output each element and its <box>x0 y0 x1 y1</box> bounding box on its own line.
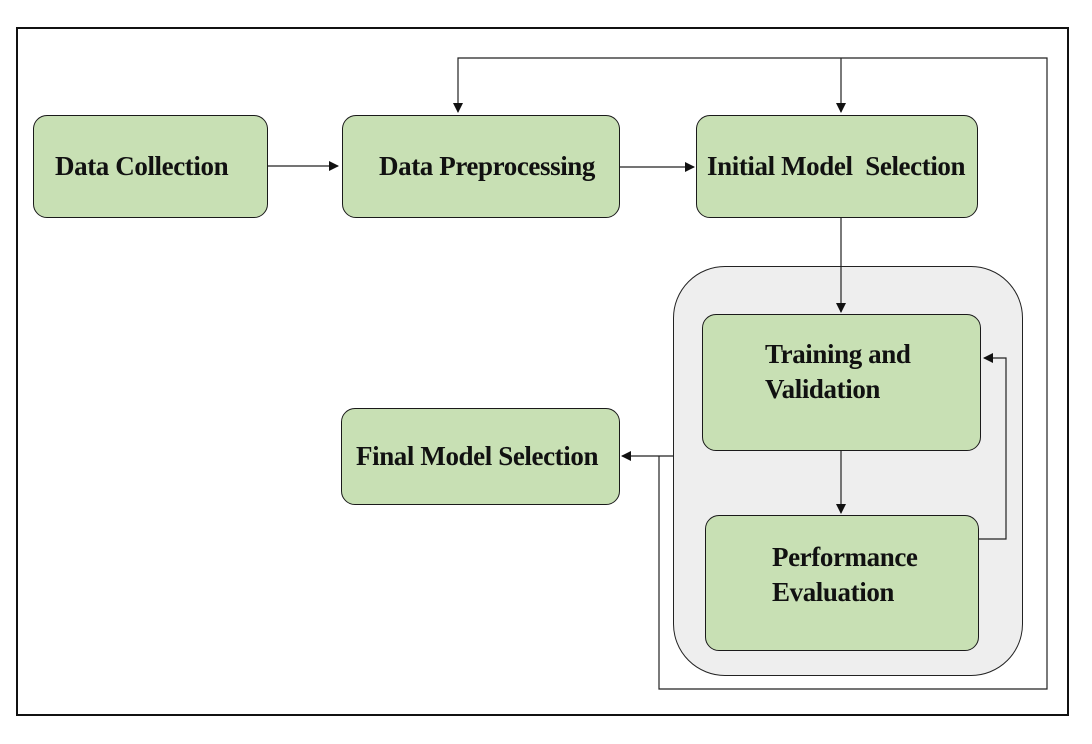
node-data-preprocessing-label: Data Preprocessing <box>379 151 596 181</box>
node-data-collection-label: Data Collection <box>55 151 229 181</box>
node-data-preprocessing: Data Preprocessing <box>342 115 620 218</box>
node-initial-model-selection: Initial Model Selection <box>696 115 978 218</box>
node-data-collection: Data Collection <box>33 115 268 218</box>
node-training-validation: Training and Validation <box>702 314 981 451</box>
node-initial-model-selection-label: Initial Model Selection <box>707 151 966 181</box>
node-training-validation-line2: Validation <box>765 374 881 404</box>
node-final-model-selection: Final Model Selection <box>341 408 620 505</box>
node-performance-evaluation-line2: Evaluation <box>772 577 895 607</box>
node-performance-evaluation-line1: Performance <box>772 542 918 572</box>
node-final-model-selection-label: Final Model Selection <box>356 441 599 471</box>
node-training-validation-line1: Training and <box>765 339 911 369</box>
node-performance-evaluation: Performance Evaluation <box>705 515 979 651</box>
